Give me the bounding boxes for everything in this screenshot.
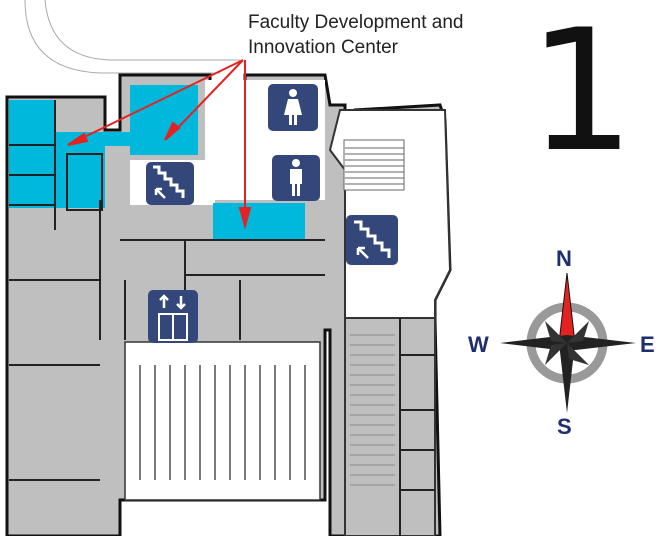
compass-south: S (557, 414, 572, 439)
compass-rose-icon (500, 272, 636, 413)
callout-label-line2: Innovation Center (248, 37, 398, 58)
mens-restroom-icon (272, 155, 320, 201)
floor-number: 1 (528, 0, 635, 189)
road-line (44, 0, 240, 61)
road-line (24, 0, 220, 74)
elevator-icon (148, 290, 198, 343)
compass-north: N (556, 246, 572, 271)
compass-east: E (640, 332, 655, 357)
highlighted-area (9, 85, 305, 241)
stairs-icon (346, 215, 398, 265)
callout-arrows (67, 59, 252, 230)
stairs-icon (146, 162, 194, 205)
womens-restroom-icon (268, 84, 318, 131)
compass-west: W (468, 332, 489, 357)
callout-label-line1: Faculty Development and (248, 12, 464, 33)
